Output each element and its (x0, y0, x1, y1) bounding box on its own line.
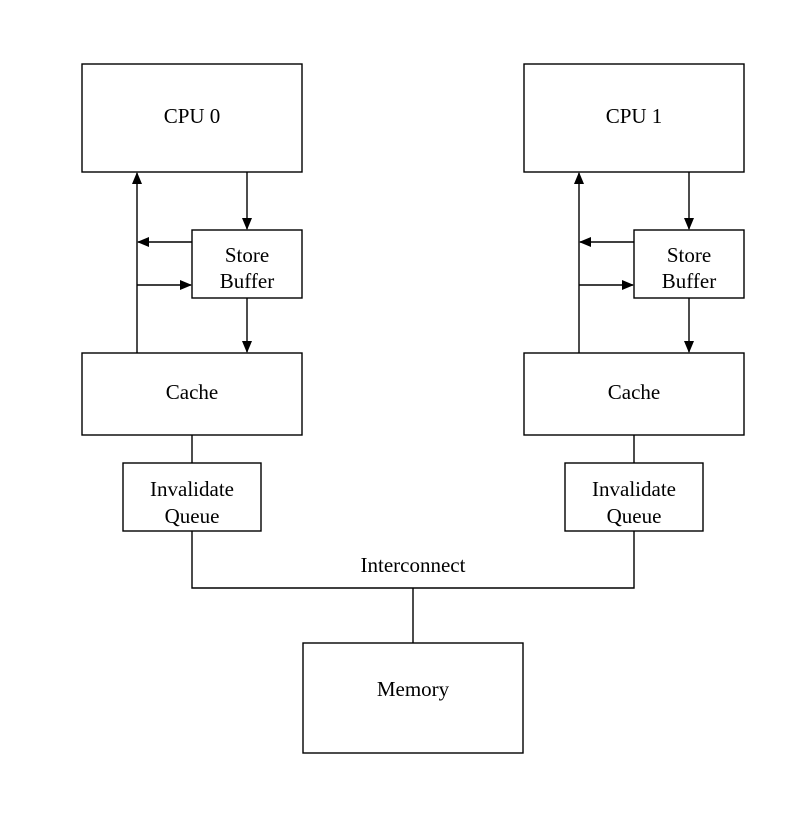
memory-box: Memory (302, 642, 524, 754)
cpu0-label: CPU 0 (164, 104, 221, 128)
store-buffer1-label-line1: Store (667, 243, 711, 267)
invalidate-queue0-box: Invalidate Queue (122, 462, 262, 532)
invalidate-queue0-label-line2: Queue (165, 504, 220, 528)
cache1-box: Cache (523, 352, 745, 436)
interconnect-label: Interconnect (361, 553, 466, 577)
invalidate-queue1-label-line2: Queue (607, 504, 662, 528)
invalidate-queue1-box: Invalidate Queue (564, 462, 704, 532)
cache1-label: Cache (608, 380, 660, 404)
cache0-box: Cache (81, 352, 303, 436)
invalidate-queue1-label-line1: Invalidate (592, 477, 676, 501)
store-buffer1-box: Store Buffer (633, 229, 745, 299)
cpu0-box: CPU 0 (81, 63, 303, 173)
memory-label: Memory (377, 677, 450, 701)
store-buffer0-box: Store Buffer (191, 229, 303, 299)
invalidate-queue0-label-line1: Invalidate (150, 477, 234, 501)
cache0-label: Cache (166, 380, 218, 404)
store-buffer0-label-line1: Store (225, 243, 269, 267)
store-buffer1-label-line2: Buffer (662, 269, 716, 293)
cpu1-label: CPU 1 (606, 104, 663, 128)
cpu1-box: CPU 1 (523, 63, 745, 173)
store-buffer0-label-line2: Buffer (220, 269, 274, 293)
